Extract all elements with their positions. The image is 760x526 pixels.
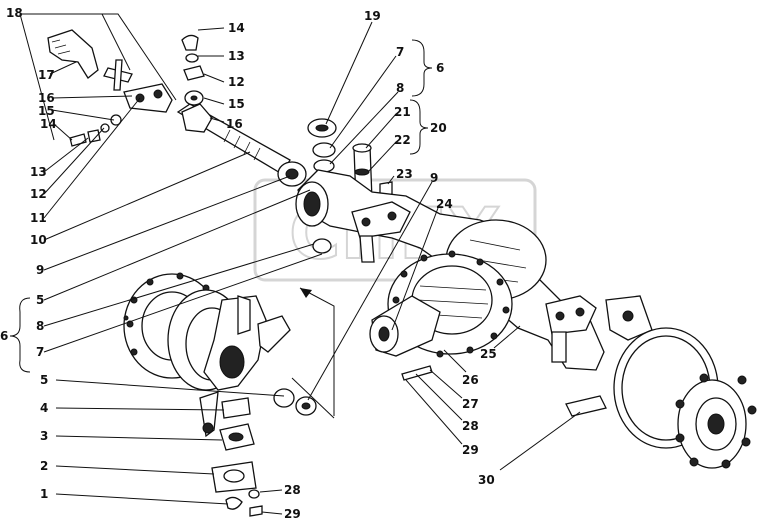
callout-15-top: 15 — [228, 97, 245, 111]
flange-16 — [123, 83, 173, 113]
bushing-7 — [312, 142, 336, 158]
left-wheel-hub — [123, 238, 332, 438]
callout-6-left: 6 — [0, 329, 8, 343]
spring-pad-left — [351, 201, 411, 239]
callout-29-right: 29 — [462, 443, 479, 457]
steering-arm — [257, 315, 291, 353]
callout-26: 26 — [462, 373, 479, 387]
callout-18: 18 — [6, 6, 23, 20]
plate-12 — [183, 65, 205, 81]
callout-12-left: 12 — [30, 187, 47, 201]
callout-8-left: 8 — [36, 319, 44, 333]
small-hardware-top — [181, 34, 205, 106]
callout-6-right: 6 — [436, 61, 444, 75]
callout-13-top: 13 — [228, 49, 245, 63]
callout-9-right: 9 — [430, 171, 438, 185]
lower-kingpin-stack — [211, 397, 263, 517]
callout-24: 24 — [436, 197, 453, 211]
nut-13 — [87, 129, 101, 143]
callout-25: 25 — [480, 347, 497, 361]
yoke-17 — [47, 29, 99, 79]
bracket-30 — [565, 395, 607, 417]
washer-28 — [248, 489, 260, 499]
callout-17: 17 — [38, 68, 55, 82]
callout-20: 20 — [430, 121, 447, 135]
callout-8-top: 8 — [396, 81, 404, 95]
callout-14-top: 14 — [228, 21, 245, 35]
callout-3: 3 — [40, 429, 48, 443]
callout-7-top: 7 — [396, 45, 404, 59]
callout-5-lower: 5 — [40, 373, 48, 387]
cap-1 — [225, 496, 243, 510]
callout-23: 23 — [396, 167, 413, 181]
callout-19: 19 — [364, 9, 381, 23]
callout-7-left: 7 — [36, 345, 44, 359]
callout-9-left: 9 — [36, 263, 44, 277]
callout-22: 22 — [394, 133, 411, 147]
bolt-28-29 — [401, 365, 433, 381]
cardan-shaft-assembly — [47, 29, 307, 187]
final-drive-assembly — [369, 250, 513, 381]
callout-11: 11 — [30, 211, 47, 225]
cross-16 — [181, 103, 213, 133]
callout-10: 10 — [30, 233, 47, 247]
callout-12-top: 12 — [228, 75, 245, 89]
callout-16-top: 16 — [226, 117, 243, 131]
bolt-13 — [185, 53, 199, 63]
callout-14-left: 14 — [40, 117, 57, 131]
callout-28-lower: 28 — [284, 483, 301, 497]
callout-13-left: 13 — [30, 165, 47, 179]
callout-15-left: 15 — [38, 104, 55, 118]
right-wheel-hub — [565, 327, 757, 469]
cap-5 — [273, 388, 295, 408]
bushing-7-lower — [312, 238, 332, 254]
bolt-14 — [69, 133, 87, 147]
callout-27: 27 — [462, 397, 479, 411]
cotter-14 — [181, 34, 199, 51]
callout-1: 1 — [40, 487, 48, 501]
shim-4 — [221, 397, 251, 419]
callout-30: 30 — [478, 473, 495, 487]
callout-21: 21 — [394, 105, 411, 119]
bolt-29 — [249, 505, 263, 517]
callout-labels: 18 17 16 15 14 13 12 11 10 9 5 8 7 6 5 4… — [0, 6, 497, 521]
callout-29-lower: 29 — [284, 507, 301, 521]
spring-pad-right — [545, 295, 597, 335]
callout-5-upper: 5 — [36, 293, 44, 307]
leader-lines — [9, 13, 581, 515]
callout-2: 2 — [40, 459, 48, 473]
callout-28-right: 28 — [462, 419, 479, 433]
callout-16-left: 16 — [38, 91, 55, 105]
callout-4: 4 — [40, 401, 48, 415]
